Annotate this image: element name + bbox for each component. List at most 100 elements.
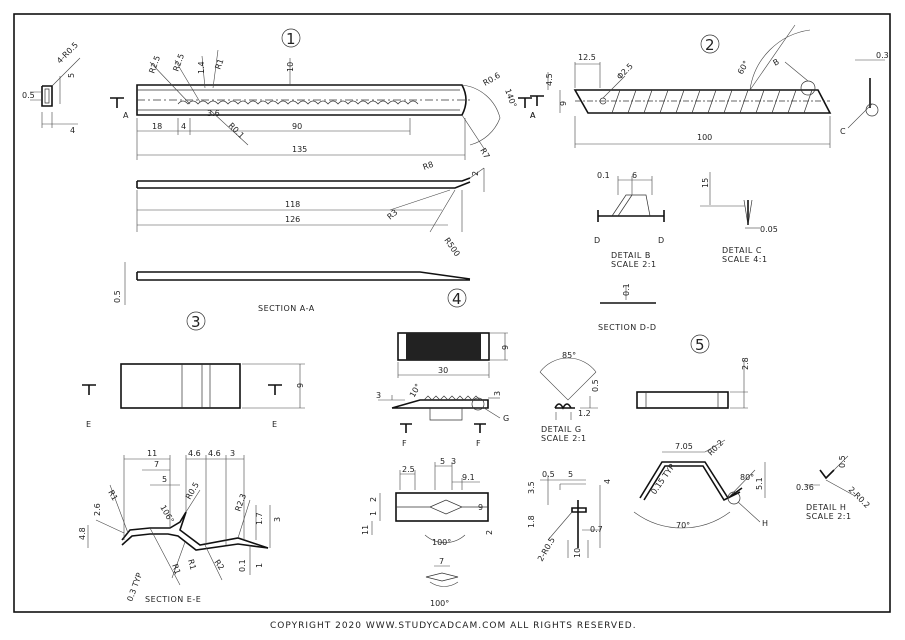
view-4: 4 9 30 3 10° 3 F F G 85° 0.5 1.2 DETAIL … (361, 288, 600, 608)
section-marker-f: F (402, 439, 407, 448)
dim: 10 (573, 548, 582, 558)
view-number: 3 (191, 313, 201, 331)
sheet-border (13, 13, 891, 613)
dim: 3 (273, 517, 282, 522)
dim: 100 (697, 133, 712, 142)
detail-title-g: DETAIL G (541, 425, 582, 434)
dim: 3 (230, 449, 235, 458)
dim: R0.6 (482, 71, 502, 88)
dim: 2.8 (741, 357, 750, 370)
dim: R2 (212, 558, 225, 572)
dim: 0.5 (113, 290, 122, 303)
detail-marker-c: C (840, 127, 846, 136)
dim: 0.5 (838, 455, 847, 468)
dim: 4.8 (78, 527, 87, 540)
dim: 5 (568, 470, 573, 479)
detail-scale-c: SCALE 4:1 (722, 255, 768, 264)
view-1: 1 4-R0.5 5 0.5 4 A A R2.5 R2.5 1.4 R1 10… (22, 28, 536, 313)
dim: 0.5 (591, 379, 600, 392)
dim: 3.6 (207, 109, 220, 118)
dim: 1.4 (197, 61, 206, 74)
dim: 0.1 (238, 559, 247, 572)
view-number: 5 (695, 336, 705, 354)
dim: 1.8 (527, 515, 536, 528)
dim: R2.5 (171, 52, 186, 72)
detail-title-c: DETAIL C (722, 246, 762, 255)
dim: 10 (286, 62, 295, 72)
dim: R1 (186, 558, 197, 571)
dim: 4 (603, 479, 612, 484)
dim: 1 (369, 511, 378, 516)
dim: 1.7 (255, 512, 264, 525)
detail-c: 15 0.05 DETAIL C SCALE 4:1 (700, 172, 778, 264)
dim: R8 (422, 160, 435, 172)
dim: 7.05 (675, 442, 693, 451)
dim: 0.3 TYP (125, 571, 144, 602)
dim: 5 (162, 475, 167, 484)
view-2: 2 12.5 4.5 9 Φ2.5 60° B A 100 0.3 C (530, 24, 889, 148)
dim: 3 (493, 391, 502, 396)
dim: 70° (676, 521, 690, 530)
dim: 4.6 (208, 449, 221, 458)
dim: 0.15 TYP (649, 462, 677, 496)
dim: 60° (736, 59, 751, 76)
part-4-side-view (391, 399, 489, 409)
detail-marker-h: H (762, 519, 769, 528)
dim: 85° (562, 351, 576, 360)
section-marker-a: A (530, 111, 536, 120)
dim: 4 (70, 126, 75, 135)
dim: 15 (701, 178, 710, 188)
dim: 3.5 (527, 481, 536, 494)
dim: R2.3 (233, 492, 248, 512)
dim: 2 (485, 530, 494, 535)
section-marker-e: E (86, 420, 92, 429)
detail-marker-b: B (772, 57, 782, 68)
dim: 18 (152, 122, 162, 131)
detail-scale-g: SCALE 2:1 (541, 434, 587, 443)
dim: R1 (106, 489, 119, 503)
detail-b: 0.1 6 D D DETAIL B SCALE 2:1 (594, 171, 665, 269)
section-marker-e: E (272, 420, 278, 429)
dim: 4 (181, 122, 186, 131)
dim: 0.5 (542, 470, 555, 479)
dim: Φ2.5 (615, 62, 635, 82)
dim: R0.2 (706, 438, 725, 457)
dim: 0.7 (590, 525, 603, 534)
dim: 2.5 (402, 465, 415, 474)
dim: 2 (369, 497, 378, 502)
dim: 5 (440, 457, 445, 466)
dim: 126 (285, 215, 300, 224)
view-number: 1 (286, 30, 296, 48)
dim: 11 (147, 449, 157, 458)
part-5-side-view (636, 391, 729, 409)
dim: R2.5 (147, 54, 162, 74)
dim: 0.36 (796, 483, 814, 492)
dim: R500 (442, 236, 461, 258)
snap-lines (611, 89, 813, 114)
dim: 0.1 (622, 283, 631, 296)
detail-title-h: DETAIL H (806, 503, 846, 512)
section-title-dd: SECTION D-D (598, 323, 657, 332)
section-marker-a: A (123, 111, 129, 120)
snap-blade-outline (573, 89, 832, 114)
dim: 118 (285, 200, 300, 209)
section-marker-a: A (530, 111, 536, 120)
section-dd: 0.1 SECTION D-D (598, 283, 657, 332)
section-ee-profile (121, 511, 269, 549)
dim: 5 (67, 73, 76, 78)
section-title-ee: SECTION E-E (145, 595, 201, 604)
part-5-clip (571, 500, 587, 548)
dim: 2-R0.5 (536, 536, 557, 563)
dim: 0.3 (876, 51, 889, 60)
copyright-text: COPYRIGHT 2020 WWW.STUDYCADCAM.COM ALL R… (270, 621, 637, 631)
dim: 9 (296, 383, 305, 388)
dim: 9 (501, 345, 510, 350)
dim: R7 (478, 147, 491, 161)
blade-section-view (136, 271, 471, 281)
dim: 0.1 (597, 171, 610, 180)
dim: 7 (439, 557, 444, 566)
dim: 1 (255, 563, 264, 568)
section-marker-f: F (476, 439, 481, 448)
end-profile (41, 85, 53, 107)
